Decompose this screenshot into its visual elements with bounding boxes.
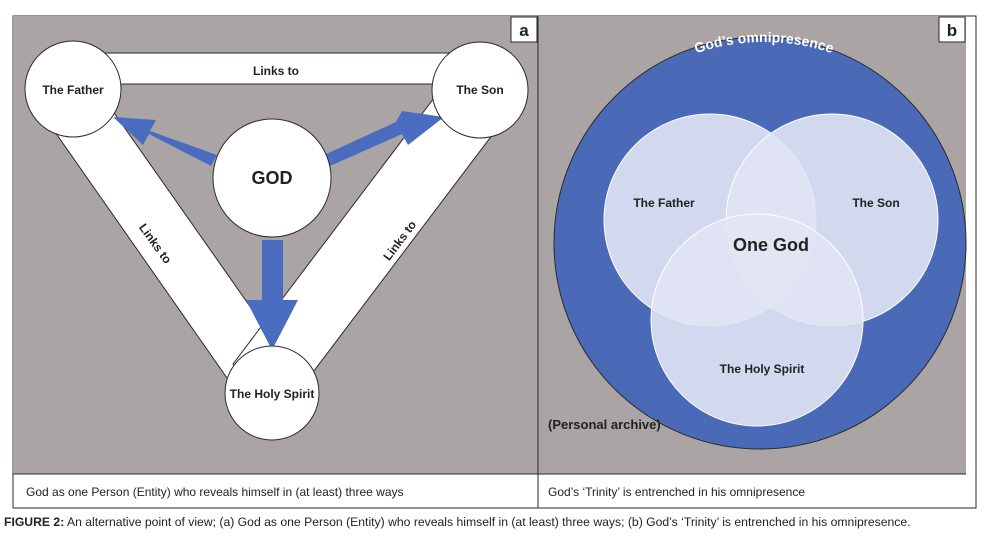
node-son-label: The Son [456, 83, 503, 97]
venn-father-label: The Father [633, 196, 695, 210]
panel-b-badge [938, 16, 966, 43]
figure-caption: FIGURE 2: An alternative point of view; … [4, 515, 984, 529]
panel-b: God’s omnipresence The Father The Son On… [538, 16, 967, 499]
panel-a-caption: God as one Person (Entity) who reveals h… [26, 485, 404, 499]
panel-a: Links to Links to Links to The Father Th… [13, 16, 538, 499]
panel-b-badge-label: b [947, 21, 957, 40]
node-holy-spirit-label: The Holy Spirit [230, 387, 315, 401]
venn-holy-spirit [650, 213, 864, 427]
venn-center-label: One God [733, 235, 809, 255]
archive-note: (Personal archive) [548, 417, 661, 432]
panel-b-caption: God’s ‘Trinity’ is entrenched in his omn… [548, 485, 805, 499]
panel-a-badge [510, 16, 538, 43]
venn-son-label: The Son [852, 196, 899, 210]
figure-caption-text: An alternative point of view; (a) God as… [64, 515, 911, 529]
node-holy-spirit [224, 345, 320, 441]
node-god-label: GOD [251, 168, 292, 188]
arrow-to-spirit [246, 240, 298, 350]
arrow-to-son [324, 111, 444, 166]
figure-caption-label: FIGURE 2: [4, 515, 65, 529]
arrow-to-father [113, 117, 217, 166]
node-father-label: The Father [42, 83, 104, 97]
node-father [24, 40, 122, 138]
panel-a-badge-label: a [519, 21, 529, 40]
node-son [431, 41, 529, 139]
link-label-top: Links to [253, 64, 299, 78]
venn-holy-spirit-label: The Holy Spirit [720, 362, 805, 376]
node-god [212, 118, 332, 238]
